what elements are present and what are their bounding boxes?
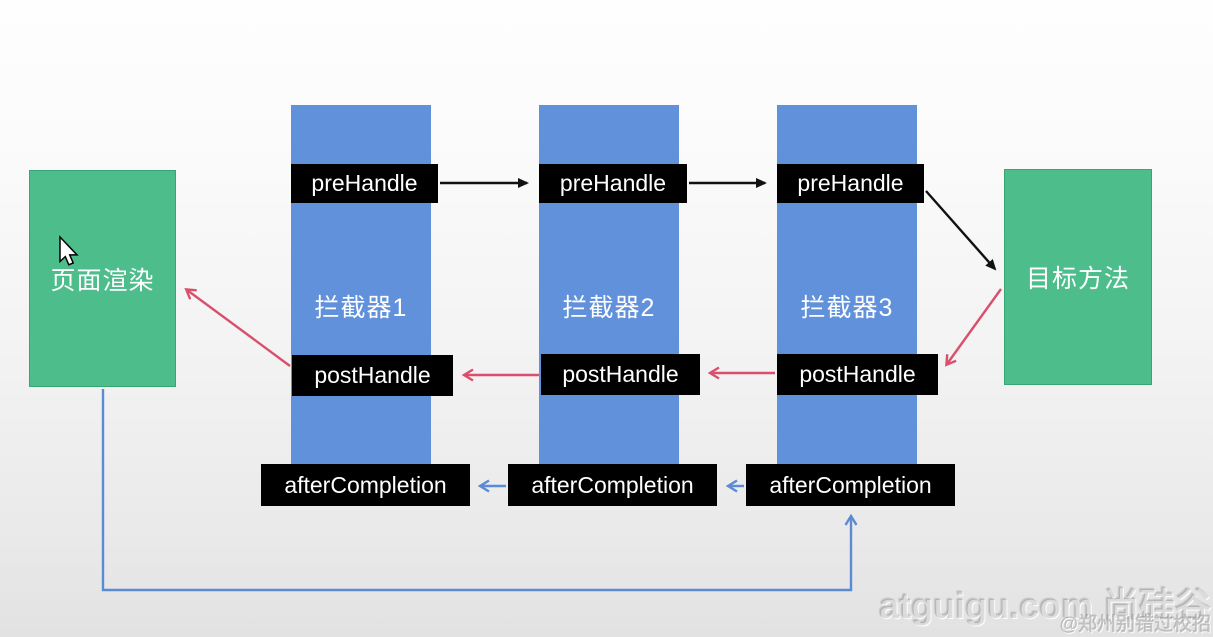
prehandle-arrow-3-target: [925, 190, 997, 271]
page-render-node: 页面渲染: [29, 170, 176, 387]
posthandle-label-3: postHandle: [777, 354, 938, 395]
aftercompletion-label-1: afterCompletion: [261, 464, 470, 506]
posthandle-arrow-target-3: [945, 288, 1002, 367]
interceptor-3-label: 拦截器3: [800, 293, 894, 322]
watermark-primary: atguigu.com 尚硅谷: [879, 585, 1211, 626]
prehandle-label-1: preHandle: [291, 164, 438, 203]
posthandle-label-2: postHandle: [541, 354, 700, 395]
interceptor-2-label: 拦截器2: [562, 293, 656, 322]
interceptor-1-label: 拦截器1: [314, 293, 408, 322]
posthandle-label-1: postHandle: [292, 355, 453, 396]
prehandle-label-3: preHandle: [777, 164, 924, 203]
watermark-secondary: @郑州别错过校招: [1059, 614, 1211, 635]
posthandle-arrow-1-pagerender: [184, 288, 291, 367]
target-method-node: 目标方法: [1004, 169, 1152, 385]
target-method-label: 目标方法: [1025, 265, 1130, 293]
page-render-label: 页面渲染: [50, 266, 155, 295]
aftercompletion-label-3: afterCompletion: [746, 464, 955, 506]
aftercompletion-arrow-pagerender-3: [101, 389, 858, 592]
aftercompletion-label-2: afterCompletion: [508, 464, 717, 506]
prehandle-label-2: preHandle: [539, 164, 687, 203]
